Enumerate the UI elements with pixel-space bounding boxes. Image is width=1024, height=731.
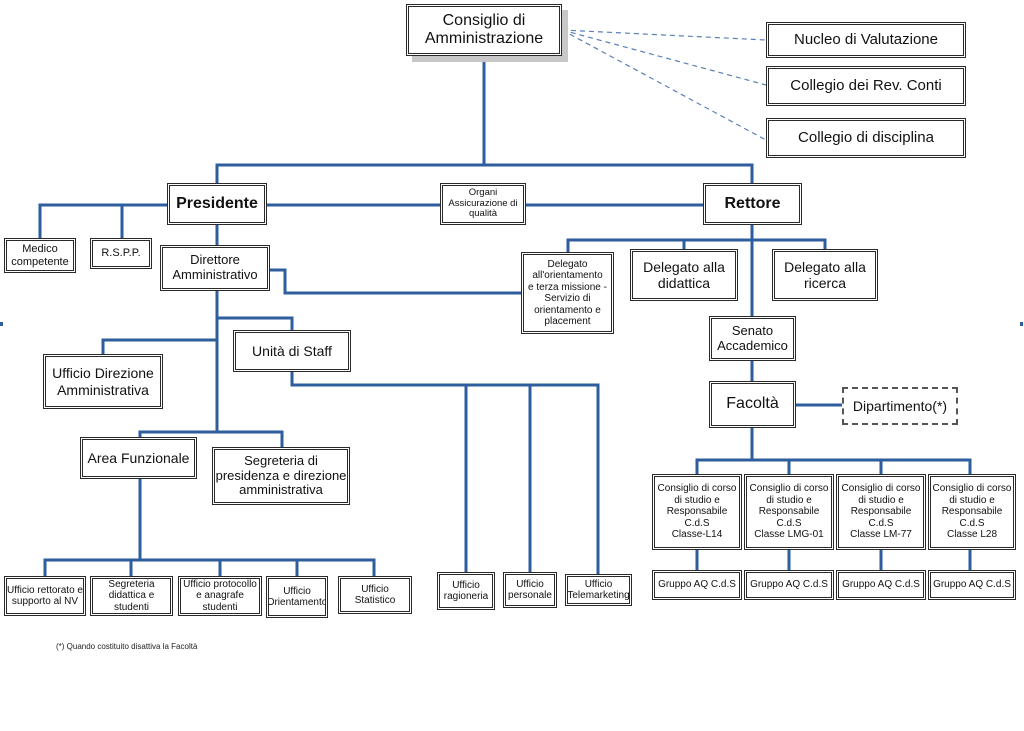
node-area-funzionale: Area Funzionale xyxy=(80,437,197,479)
node-rspp: R.S.P.P. xyxy=(90,238,152,269)
node-delegato-didattica: Delegato alla didattica xyxy=(630,249,738,301)
node-gruppo-aq-2: Gruppo AQ C.d.S xyxy=(744,570,834,600)
node-gruppo-aq-1: Gruppo AQ C.d.S xyxy=(652,570,742,600)
node-delegato-orientamento: Delegato all'orientamento e terza missio… xyxy=(521,252,614,334)
node-ufficio-ragioneria: Ufficio ragioneria xyxy=(437,572,495,610)
node-ufficio-statistico: Ufficio Statistico xyxy=(338,576,412,614)
node-consiglio-cds-l28: Consiglio di corso di studio e Responsab… xyxy=(928,474,1016,550)
node-unita-di-staff: Unità di Staff xyxy=(233,330,351,372)
node-gruppo-aq-3: Gruppo AQ C.d.S xyxy=(836,570,926,600)
node-dipartimento: Dipartimento(*) xyxy=(842,387,958,425)
node-presidente: Presidente xyxy=(167,183,267,225)
node-facolta: Facoltà xyxy=(709,381,796,428)
node-rettore: Rettore xyxy=(703,183,802,225)
node-nucleo-valutazione: Nucleo di Valutazione xyxy=(766,22,966,58)
node-collegio-disciplina: Collegio di disciplina xyxy=(766,118,966,158)
node-medico-competente: Medico competente xyxy=(4,238,76,273)
node-segreteria-didattica-studenti: Segreteria didattica e studenti xyxy=(90,576,173,616)
node-delegato-ricerca: Delegato alla ricerca xyxy=(772,249,878,301)
node-senato-accademico: Senato Accademico xyxy=(709,316,796,361)
node-organi-assicurazione-qualita: Organi Assicurazione di qualità xyxy=(440,183,526,225)
node-consiglio-cds-l14: Consiglio di corso di studio e Responsab… xyxy=(652,474,742,550)
node-consiglio-amministrazione: Consiglio di Amministrazione xyxy=(406,4,562,56)
footnote: (*) Quando costituito disattiva la Facol… xyxy=(56,642,198,651)
node-gruppo-aq-4: Gruppo AQ C.d.S xyxy=(928,570,1016,600)
node-ufficio-direzione-amministrativa: Ufficio Direzione Amministrativa xyxy=(43,354,163,409)
node-ufficio-protocollo: Ufficio protocollo e anagrafe studenti xyxy=(178,576,262,616)
node-ufficio-personale: Ufficio personale xyxy=(503,572,557,608)
node-ufficio-orientamento: Ufficio Orientamento xyxy=(266,576,328,618)
node-ufficio-telemarketing: Ufficio Telemarketing xyxy=(565,574,632,606)
node-segreteria-presidenza: Segreteria di presidenza e direzione amm… xyxy=(212,447,350,505)
node-ufficio-rettorato: Ufficio rettorato e supporto al NV xyxy=(4,576,86,616)
node-consiglio-cds-lmg01: Consiglio di corso di studio e Responsab… xyxy=(744,474,834,550)
node-direttore-amministrativo: Direttore Amministrativo xyxy=(160,245,270,291)
node-consiglio-cds-lm77: Consiglio di corso di studio e Responsab… xyxy=(836,474,926,550)
right-edge-mark xyxy=(1020,322,1023,326)
left-edge-mark xyxy=(0,322,3,326)
node-collegio-rev-conti: Collegio dei Rev. Conti xyxy=(766,66,966,106)
